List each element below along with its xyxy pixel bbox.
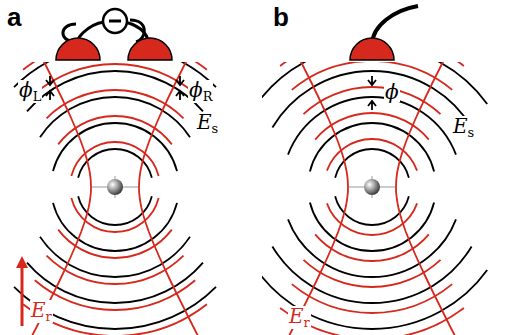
wavefront	[272, 71, 471, 128]
wavefront	[327, 139, 417, 171]
panel-letter: b	[272, 4, 290, 30]
wavefront	[310, 123, 434, 171]
wavefront	[27, 71, 203, 111]
beam-profile	[289, 62, 348, 335]
wavefront	[262, 62, 487, 104]
wavefront	[35, 64, 195, 94]
wavefront	[27, 263, 203, 303]
symbol-label: ϕ	[384, 82, 400, 102]
wavefront	[327, 203, 417, 235]
beam-profile	[32, 62, 91, 335]
wavefront	[14, 287, 216, 329]
wavefront	[40, 237, 190, 277]
meter-symbol	[103, 9, 127, 33]
wavefronts-b	[262, 62, 487, 335]
symbol-label: Er	[288, 306, 311, 329]
wavefront	[280, 62, 464, 66]
wavefront	[58, 116, 172, 144]
wavefront	[14, 62, 216, 87]
symbol-label: ϕL	[18, 80, 42, 103]
wavefront	[47, 90, 184, 118]
wavefront	[272, 246, 471, 303]
wavefront	[71, 142, 158, 176]
wavefront	[58, 230, 172, 258]
symbol-label: Er	[30, 300, 53, 323]
panel-letter: a	[6, 4, 22, 30]
wavefront	[71, 198, 158, 232]
symbol-label: ϕR	[188, 80, 213, 103]
wavefront	[35, 280, 195, 310]
wavefront	[40, 97, 190, 137]
symbol-label: Es	[452, 116, 475, 139]
wavefront	[310, 203, 434, 251]
wavefront	[262, 270, 487, 329]
wavefronts-a	[14, 62, 216, 335]
single-detector	[349, 6, 418, 198]
symbol-label: Es	[196, 112, 219, 135]
wavefront	[292, 62, 452, 90]
beam-profile	[396, 62, 455, 335]
wavefront	[23, 62, 207, 70]
detector-pair	[16, 9, 184, 326]
wavefront	[47, 256, 184, 284]
wavefront	[292, 284, 452, 313]
